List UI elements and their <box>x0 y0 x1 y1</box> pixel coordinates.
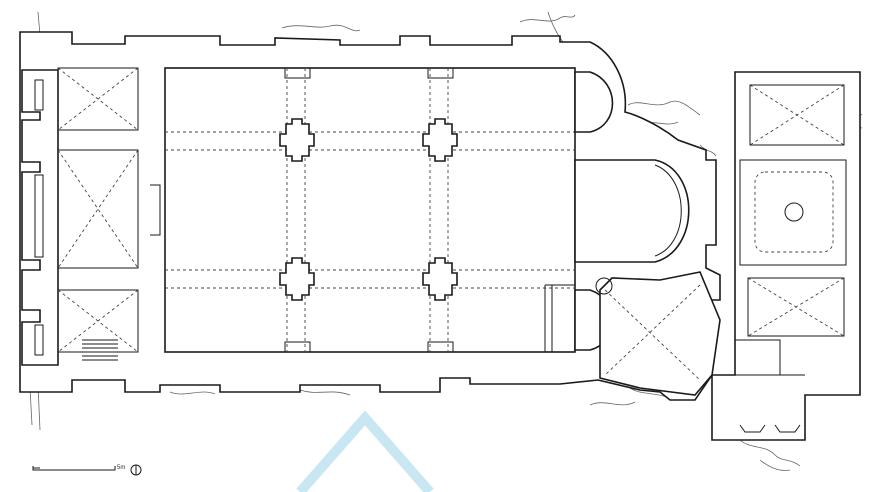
scale-bar: 5m <box>32 465 125 471</box>
east-chapel <box>735 84 847 433</box>
north-arrow-icon <box>130 464 142 476</box>
scale-bar-label: 5m <box>117 465 125 471</box>
sanctuary <box>544 71 721 396</box>
pier-se <box>422 257 458 301</box>
nave <box>164 67 576 353</box>
pier-sw <box>279 257 315 301</box>
watermark-chevron-icon <box>296 410 434 492</box>
narthex-piers <box>21 69 59 366</box>
narthex-bays <box>57 67 161 361</box>
pier-ne <box>422 118 458 162</box>
stair <box>82 339 118 361</box>
pier-nw <box>279 118 315 162</box>
